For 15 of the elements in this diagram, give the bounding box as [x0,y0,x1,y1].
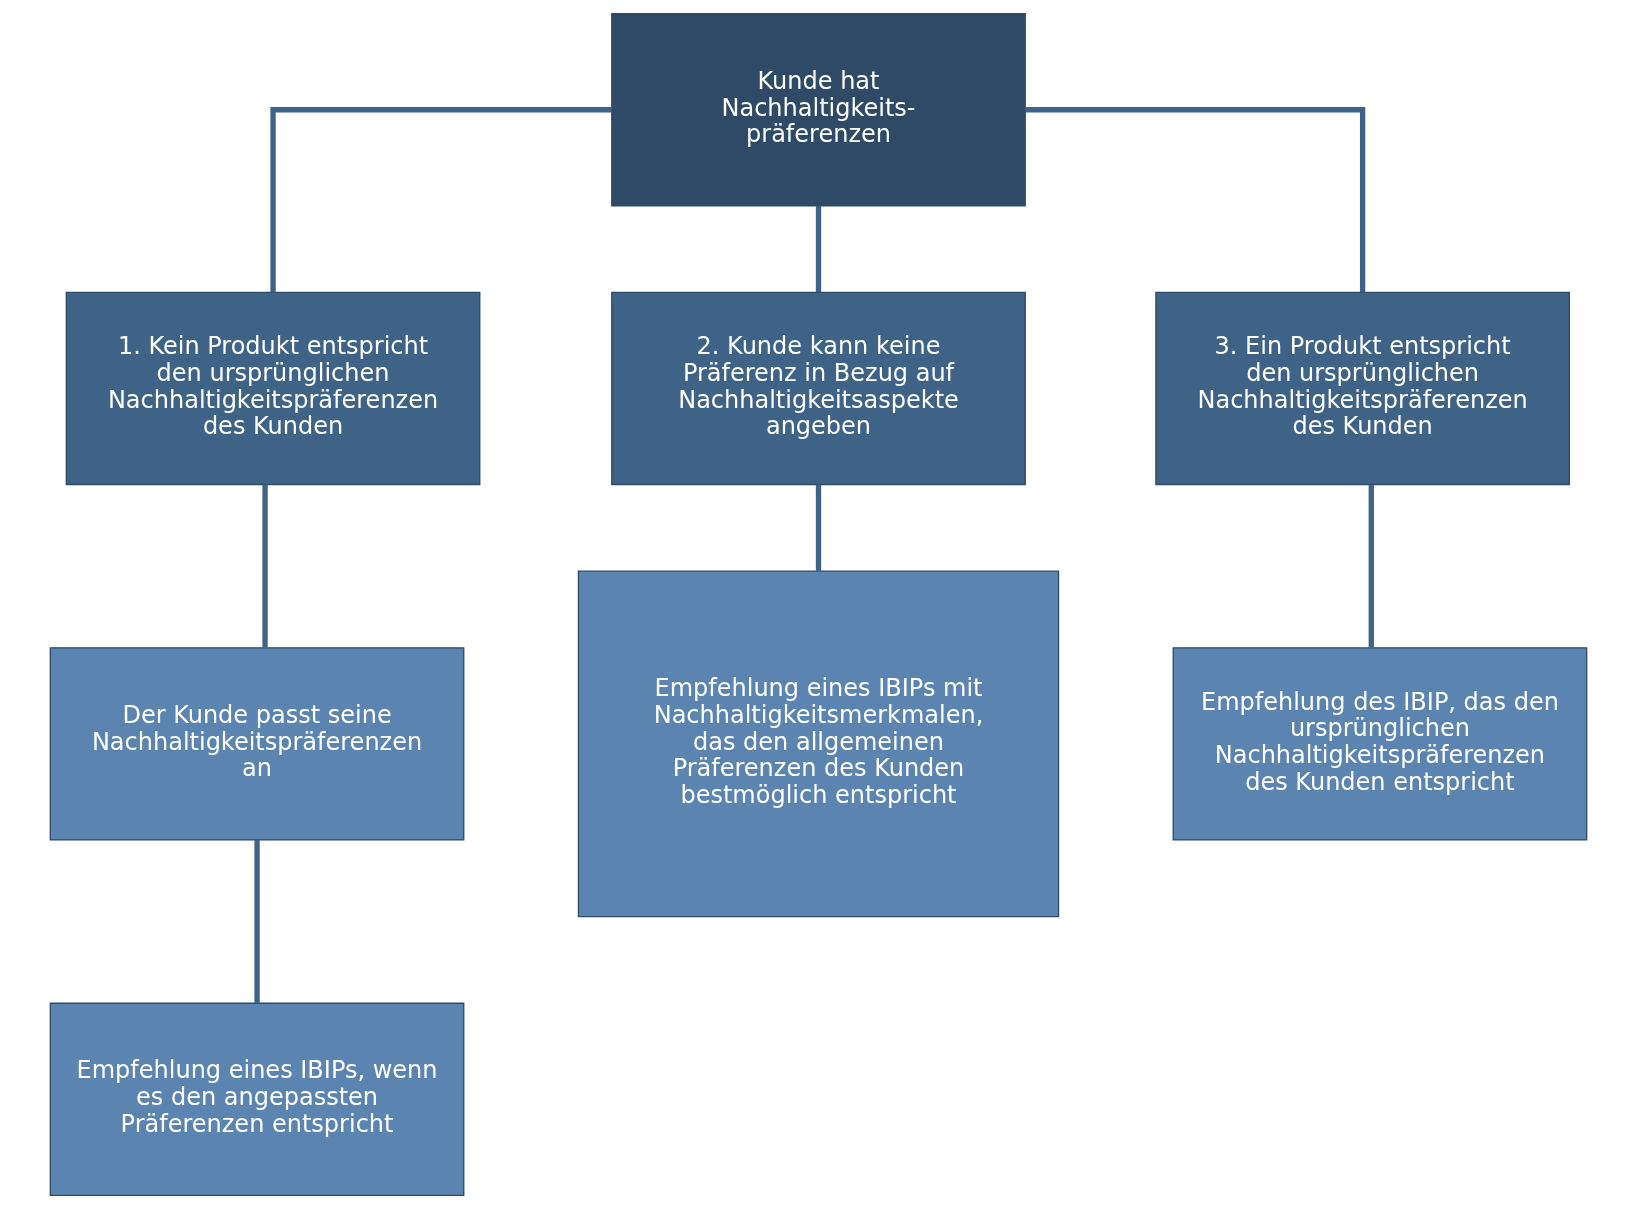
node-box: 1. Kein Produkt entspricht den ursprünglichen Nachhaltigkeitspräferenzen des Kunden [65,291,480,486]
connector [253,840,260,1003]
connector [269,107,611,293]
connector [261,484,268,648]
node-box: Der Kunde passt seine Nachhaltigkeitspräferenzen an [49,647,464,841]
connector [1024,107,1365,293]
node-box: Empfehlung eines IBIPs, wenn es den angepassten Präferenzen entspricht [49,1002,464,1196]
node-box: Empfehlung eines IBIPs mit Nachhaltigkeitsmerkmalen, das den allgemeinen Präferenzen des Kunden bestmöglich entspricht [577,570,1059,918]
node-box: Empfehlung des IBIP, das den ursprünglichen Nachhaltigkeitspräferenzen des Kunden entspricht [1172,647,1587,841]
connector [1368,484,1374,648]
node-box: 3. Ein Produkt entspricht den ursprünglichen Nachhaltigkeitspräferenzen des Kunden [1154,291,1570,486]
connector [815,484,821,571]
connector [815,206,821,293]
node-box: Kunde hat Nachhaltigkeits- präferenzen [610,13,1026,207]
node-box: 2. Kunde kann keine Präferenz in Bezug auf Nachhaltigkeitsaspekte angeben [610,291,1026,486]
